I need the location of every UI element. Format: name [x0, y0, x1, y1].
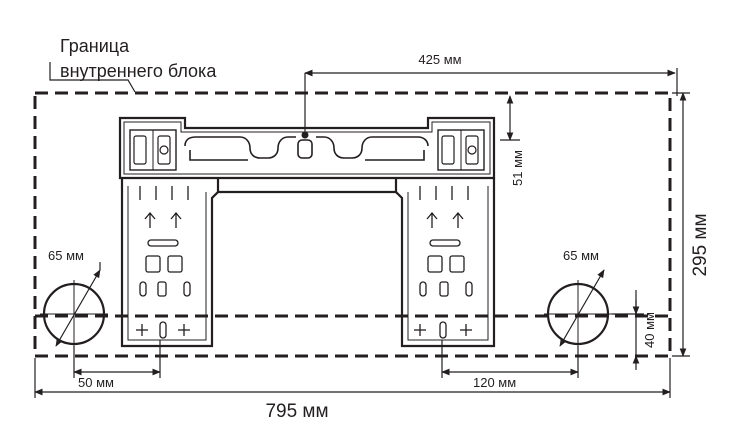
hole-height-label: 40 мм	[642, 312, 657, 348]
top-offset-label: 425 мм	[418, 52, 461, 67]
dim-120	[441, 340, 579, 378]
unit-boundary	[33, 91, 672, 358]
unit-width-label: 795 мм	[265, 401, 328, 422]
boundary-label-line2: внутреннего блока	[60, 61, 217, 81]
dim-51	[500, 95, 520, 141]
dim-295	[672, 92, 690, 357]
dim-40	[612, 290, 644, 370]
right-hole-diameter-label: 65 мм	[563, 248, 599, 263]
dim-50	[73, 340, 161, 378]
right-hole	[544, 269, 612, 348]
right-hole-offset-label: 120 мм	[473, 375, 516, 390]
dim-795	[34, 358, 671, 398]
mounting-plate	[118, 116, 496, 348]
boundary-leader	[49, 62, 136, 93]
unit-height-label: 295 мм	[690, 213, 711, 276]
dim-425	[304, 68, 678, 132]
left-hole-offset-label: 50 мм	[78, 375, 114, 390]
left-hole-diameter-label: 65 мм	[48, 248, 84, 263]
boundary-label-line1: Граница	[60, 36, 130, 56]
vertical-offset-label: 51 мм	[510, 150, 525, 186]
left-hole	[40, 262, 108, 348]
